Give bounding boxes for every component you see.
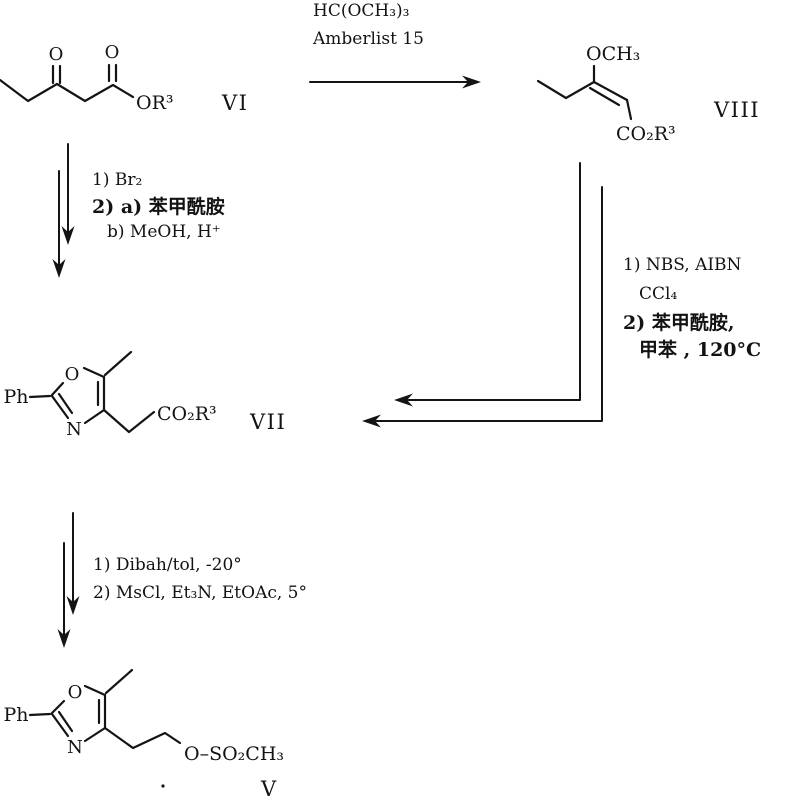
compound-v-structure: Ph O N O–SO₂CH₃ V: [3, 668, 284, 800]
arrow-vi-to-vii-first-head-icon: [61, 226, 75, 245]
reaction-vi-to-viii: HC(OCH₃)₃ Amberlist 15: [309, 1, 481, 89]
vii-ring-bond-c2-n-2: [57, 392, 74, 415]
viii-methoxy-label: OCH₃: [586, 43, 640, 65]
reagent-toluene-120c: 甲苯 , 120°C: [639, 338, 761, 361]
v-ring-bond-c5-o: [83, 684, 107, 697]
stray-period-dot: [161, 784, 165, 788]
arrow-vi-to-viii-head-icon: [462, 75, 481, 89]
vii-ring-nitrogen-label: N: [66, 419, 82, 440]
reagent-ccl4: CCl₄: [639, 284, 677, 304]
reagent-bromine: 1) Br₂: [92, 170, 142, 190]
viii-ester-group-label: CO₂R³: [616, 123, 676, 145]
compound-vii-structure: Ph O N CO₂R³ VII: [3, 350, 286, 440]
v-phenyl-label: Ph: [3, 704, 28, 726]
arrow-vii-to-v-first-head-icon: [66, 596, 80, 615]
viii-alkene-bond-2: [588, 86, 621, 107]
reagent-meoh: b) MeOH, H⁺: [107, 222, 221, 242]
compound-v-label: V: [260, 777, 278, 800]
v-ring-bond-n-c4: [83, 726, 107, 743]
compound-vi-structure: O O OR³ VI: [0, 42, 248, 115]
reagent-nbs-aibn: 1) NBS, AIBN: [623, 255, 742, 275]
reaction-viii-to-vii: 1) NBS, AIBN CCl₄ 2) 苯甲酰胺, 甲苯 , 120°C: [362, 162, 761, 428]
vi-ester-oxygen-label: O: [105, 42, 120, 63]
compound-viii-label: VIII: [713, 98, 760, 122]
vii-ring-oxygen-label: O: [65, 364, 80, 385]
vii-ring-bond-o-c2: [50, 381, 65, 397]
v-ethylene-chain-bond: [103, 726, 182, 750]
reaction-vii-to-v: 1) Dibah/tol, -20° 2) MsCl, Et₃N, EtOAc,…: [57, 512, 307, 648]
v-mesylate-group-label: O–SO₂CH₃: [184, 743, 284, 765]
arrow-viii-to-vii-outer-head-icon: [362, 414, 381, 428]
reagent-orthoformate: HC(OCH₃)₃: [313, 1, 410, 21]
arrow-viii-to-vii-outer: [375, 186, 603, 422]
vi-ester-group-label: OR³: [136, 92, 174, 114]
reagent-mscl: 2) MsCl, Et₃N, EtOAc, 5°: [93, 583, 307, 603]
reagent-dibah: 1) Dibah/tol, -20°: [93, 555, 242, 575]
reagent-amberlist: Amberlist 15: [312, 29, 424, 49]
vii-methyl-bond: [103, 350, 133, 377]
v-ring-bond-c2-n-2: [57, 710, 74, 733]
compound-vii-label: VII: [249, 410, 286, 434]
vii-phenyl-bond: [28, 394, 52, 399]
reagent-benzamide-left: 2) a) 苯甲酰胺: [92, 195, 225, 218]
vii-ring-bond-c5-o: [82, 366, 106, 379]
vi-carbon-chain-bond: [0, 78, 135, 103]
reagent-benzamide-right: 2) 苯甲酰胺,: [623, 311, 734, 334]
viii-ester-bond: [625, 98, 633, 121]
vii-ch2-bond: [102, 408, 156, 434]
vii-ring-bond-n-c4: [83, 408, 106, 425]
arrow-viii-to-vii-inner: [407, 162, 581, 401]
viii-alkene-bond-1: [592, 80, 629, 102]
vii-ester-group-label: CO₂R³: [157, 403, 217, 425]
v-ring-oxygen-label: O: [68, 682, 83, 703]
v-ring-bond-o-c2: [50, 699, 66, 715]
v-methyl-bond: [104, 668, 134, 695]
vi-ketone-oxygen-label: O: [49, 44, 64, 65]
reaction-vi-to-vii: 1) Br₂ 2) a) 苯甲酰胺 b) MeOH, H⁺: [52, 143, 225, 278]
vii-phenyl-label: Ph: [3, 386, 28, 408]
viii-ethyl-bond: [536, 79, 596, 100]
arrow-viii-to-vii-inner-head-icon: [394, 393, 413, 407]
vii-ring-bond-c2-n-1: [50, 394, 70, 420]
arrow-vi-to-vii-second-head-icon: [52, 259, 66, 278]
compound-viii-structure: OCH₃ CO₂R³ VIII: [536, 43, 760, 145]
v-ring-bond-c2-n-1: [50, 712, 70, 738]
arrow-vii-to-v-second-head-icon: [57, 629, 71, 648]
compound-vi-label: VI: [221, 91, 248, 115]
v-phenyl-bond: [28, 712, 52, 717]
v-ring-nitrogen-label: N: [67, 737, 83, 758]
